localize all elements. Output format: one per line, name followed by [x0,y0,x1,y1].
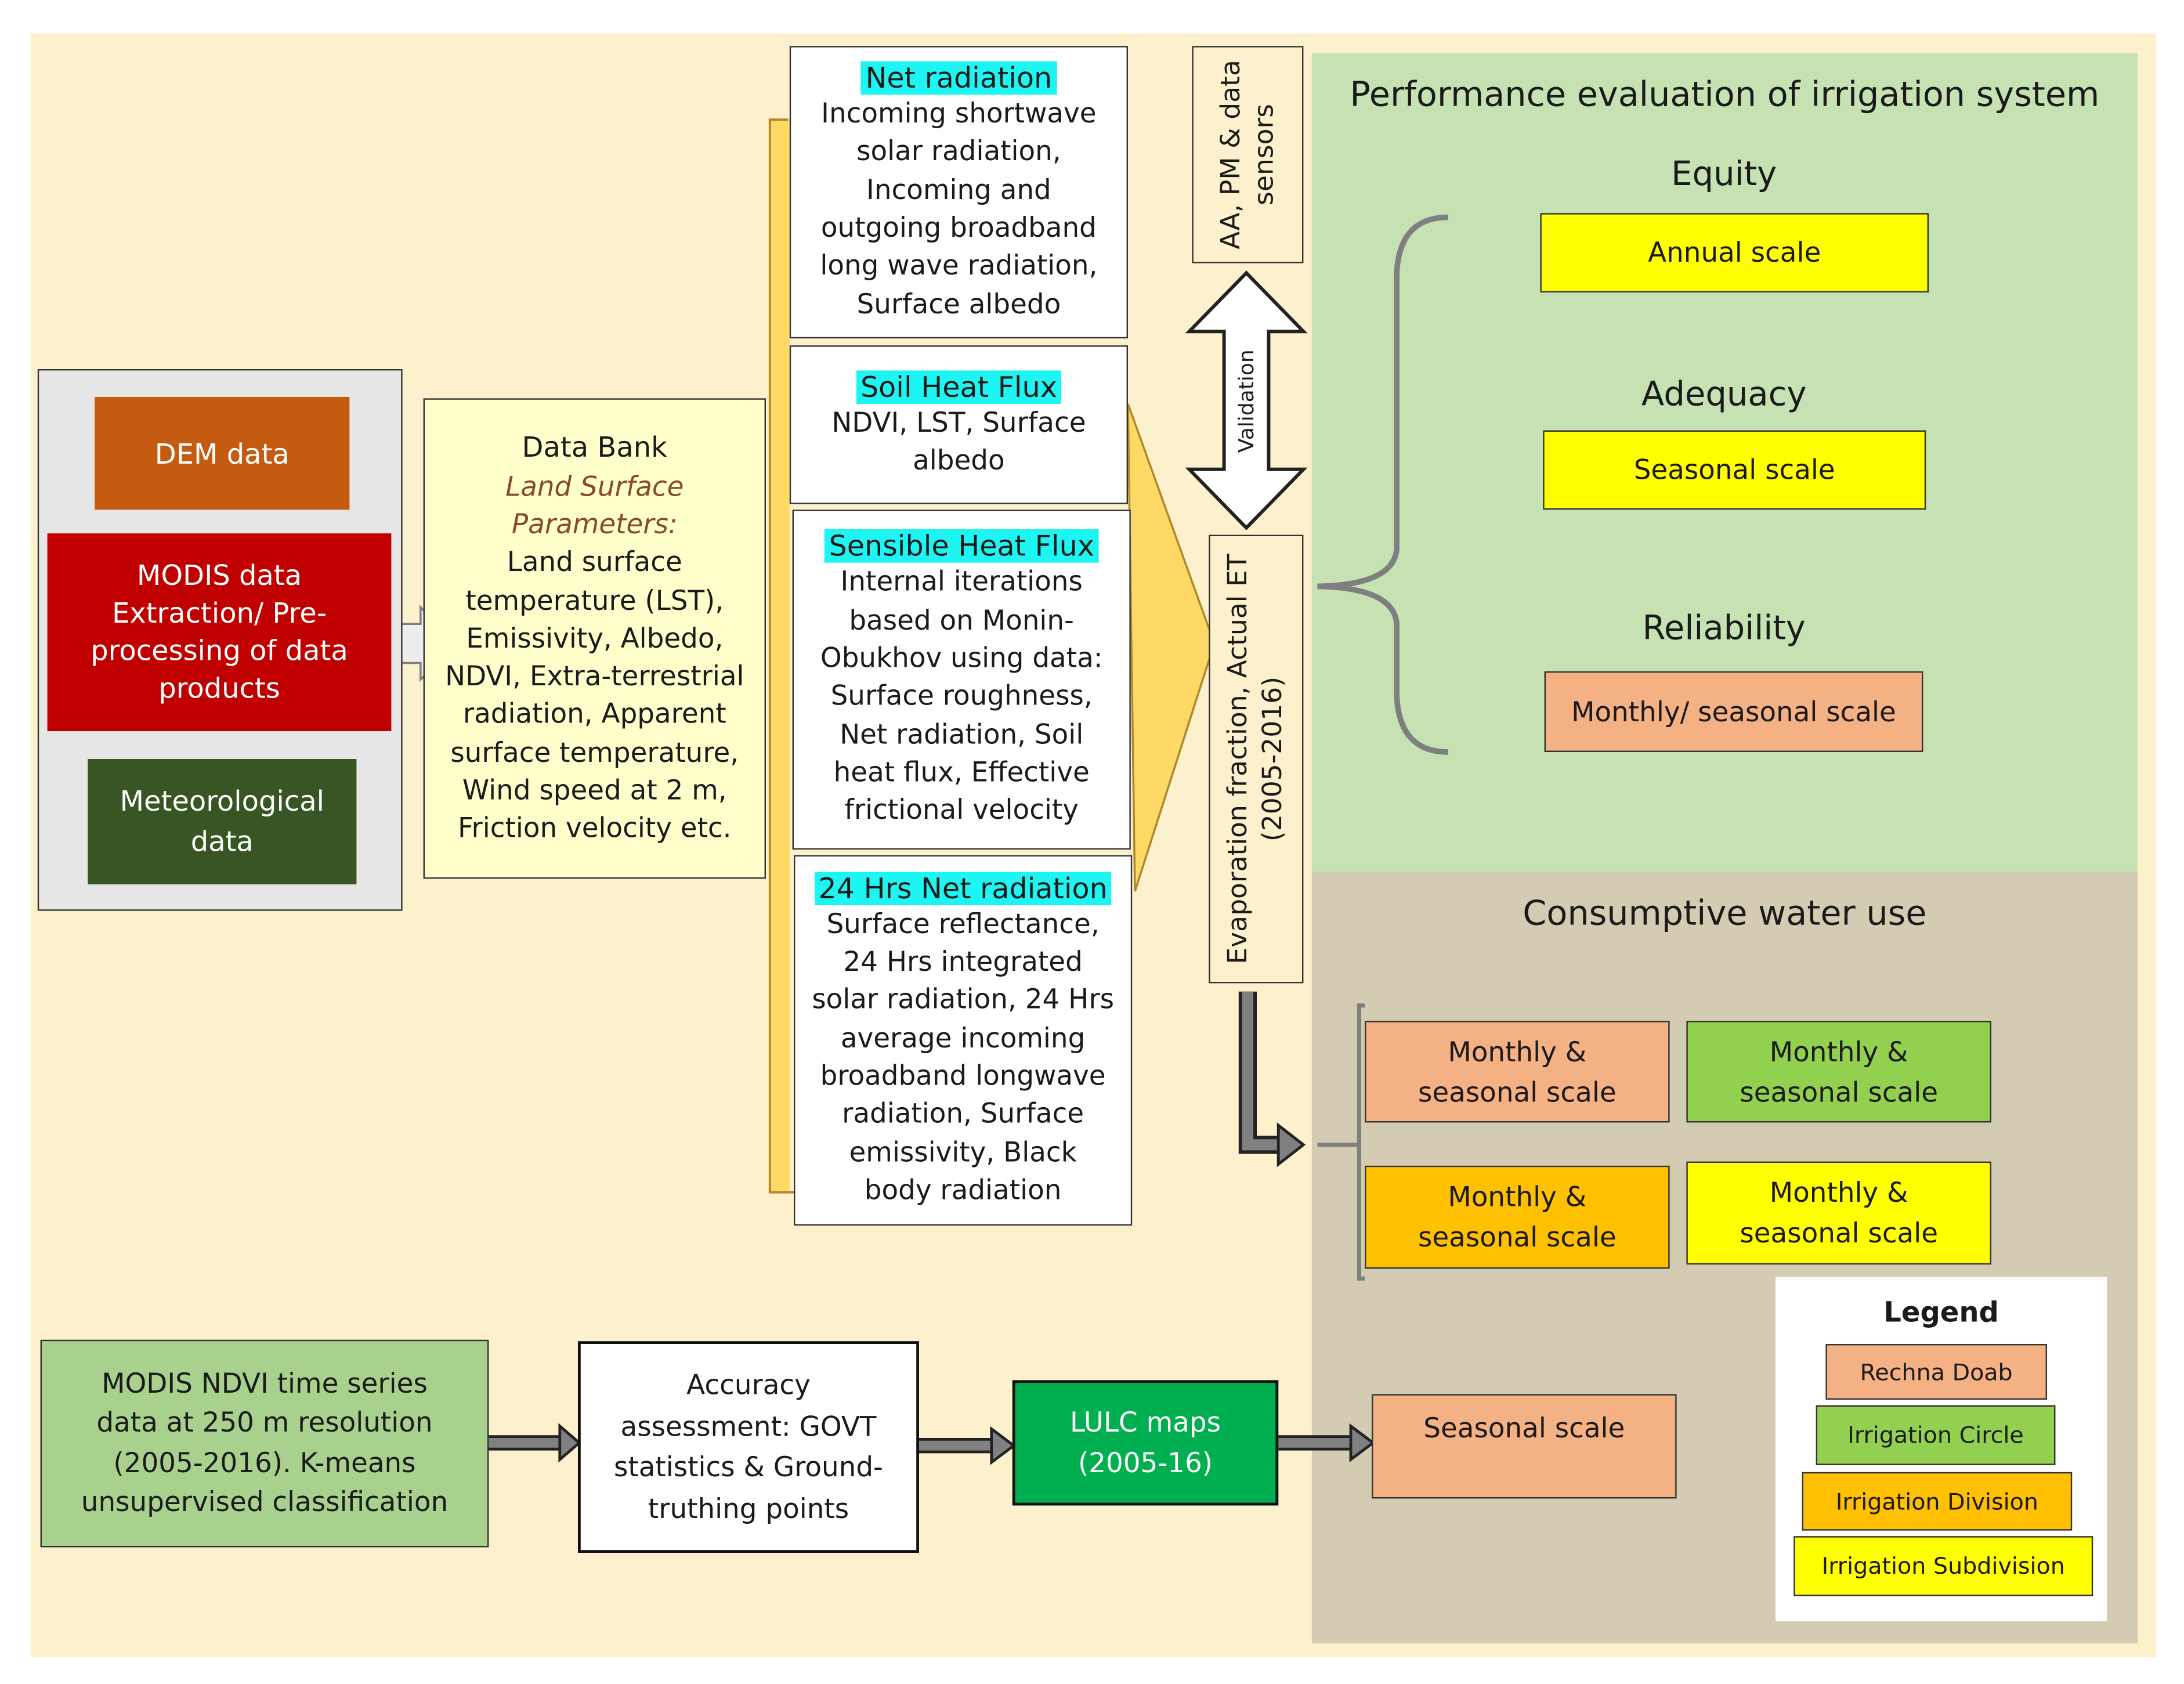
soil-heat-flux-box: Soil Heat Flux NDVI, LST, Surface albedo [789,345,1129,504]
legend-irrigation-subdivision-label: Irrigation Subdivision [1821,1553,2065,1580]
net-radiation-24hrs-title: 24 Hrs Net radiation [814,871,1112,905]
seasonal-scale-label: Seasonal scale [1633,454,1835,486]
et-box [1209,534,1304,984]
legend-irrigation-subdivision: Irrigation Subdivision [1794,1536,2093,1596]
consumptive-subdivision-box: Monthly & seasonal scale [1686,1161,1992,1265]
data-bank-body: Land surface temperature (LST), Emissivi… [445,546,744,845]
data-bank-box: Data Bank Land Surface Parameters: Land … [423,398,766,879]
data-bank-title: Data Bank [522,431,668,465]
monthly-seasonal-scale-label: Monthly/ seasonal scale [1571,695,1896,728]
lulc-maps-box: LULC maps (2005-16) [1012,1380,1279,1506]
consumptive-rechna-label: Monthly & seasonal scale [1418,1035,1617,1108]
accuracy-assessment-label: Accuracy assessment: GOVT statistics & G… [614,1369,883,1524]
meteorological-data-label: Meteorological data [120,784,324,858]
consumptive-subdivision-label: Monthly & seasonal scale [1740,1177,1939,1249]
modis-data-title: MODIS data [136,558,302,592]
legend-irrigation-division-label: Irrigation Division [1835,1488,2039,1515]
net-radiation-box: Net radiation Incoming shortwave solar r… [789,46,1129,339]
validation-arrow [1185,270,1308,530]
sensible-heat-flux-box: Sensible Heat Flux Internal iterations b… [792,509,1131,850]
modis-ndvi-label: MODIS NDVI time series data at 250 m res… [81,1367,449,1518]
seasonal-scale-box: Seasonal scale [1543,430,1926,510]
bracket-fill [770,120,790,1192]
lulc-arrows [487,1423,1376,1465]
modis-data-subtitle: Extraction/ Pre-processing of data produ… [91,596,348,705]
sensible-heat-flux-body: Internal iterations based on Monin-Obukh… [820,566,1103,826]
lulc-maps-label: LULC maps (2005-16) [1069,1407,1221,1479]
sensors-label: AA, PM & data sensors [1216,60,1280,250]
consumptive-circle-box: Monthly & seasonal scale [1686,1021,1992,1123]
accuracy-assessment-box: Accuracy assessment: GOVT statistics & G… [578,1341,920,1553]
consumptive-circle-label: Monthly & seasonal scale [1740,1035,1939,1108]
modis-ndvi-box: MODIS NDVI time series data at 250 m res… [40,1339,489,1548]
sensible-heat-flux-title: Sensible Heat Flux [825,530,1099,563]
legend-irrigation-circle: Irrigation Circle [1816,1405,2056,1465]
net-radiation-24hrs-body: Surface reflectance, 24 Hrs integrated s… [812,908,1115,1206]
consumptive-division-label: Monthly & seasonal scale [1418,1181,1617,1253]
sensors-box [1192,46,1304,263]
validation-label: Validation [1234,349,1259,453]
performance-brace [1317,214,1449,755]
legend-irrigation-circle-label: Irrigation Circle [1847,1422,2024,1448]
legend-rechna-doab: Rechna Doab [1825,1344,2048,1400]
data-bank-subtitle: Land Surface Parameters: [505,470,684,541]
monthly-seasonal-scale-box: Monthly/ seasonal scale [1544,671,1923,752]
soil-heat-flux-title: Soil Heat Flux [856,370,1062,403]
consumptive-title: Consumptive water use [1523,892,1927,933]
dem-data-label: DEM data [154,436,290,471]
adequacy-heading: Adequacy [1641,374,1807,414]
legend-irrigation-division: Irrigation Division [1802,1472,2073,1531]
modis-data-box: MODIS data Extraction/ Pre-processing of… [47,533,392,731]
funnel-shape [1127,403,1216,892]
annual-scale-label: Annual scale [1648,237,1821,269]
lulc-seasonal-scale-box: Seasonal scale [1372,1394,1677,1499]
soil-heat-flux-body: NDVI, LST, Surface albedo [831,406,1086,476]
consumptive-division-box: Monthly & seasonal scale [1365,1165,1670,1269]
legend-rechna-doab-label: Rechna Doab [1860,1358,2013,1385]
consumptive-rechna-box: Monthly & seasonal scale [1365,1021,1670,1123]
dem-data-box: DEM data [95,397,350,510]
performance-title: Performance evaluation of irrigation sys… [1350,73,2100,114]
legend-title: Legend [1883,1295,1999,1329]
net-radiation-24hrs-box: 24 Hrs Net radiation Surface reflectance… [794,855,1133,1226]
equity-heading: Equity [1671,154,1777,194]
net-radiation-title: Net radiation [861,61,1057,95]
net-radiation-body: Incoming shortwave solar radiation, Inco… [820,97,1098,320]
meteorological-data-box: Meteorological data [88,759,357,884]
annual-scale-box: Annual scale [1540,213,1929,293]
lulc-seasonal-scale-label: Seasonal scale [1423,1412,1625,1444]
reliability-heading: Reliability [1642,608,1806,648]
et-label: Evaporation fraction, Actual ET (2005-20… [1223,554,1288,964]
